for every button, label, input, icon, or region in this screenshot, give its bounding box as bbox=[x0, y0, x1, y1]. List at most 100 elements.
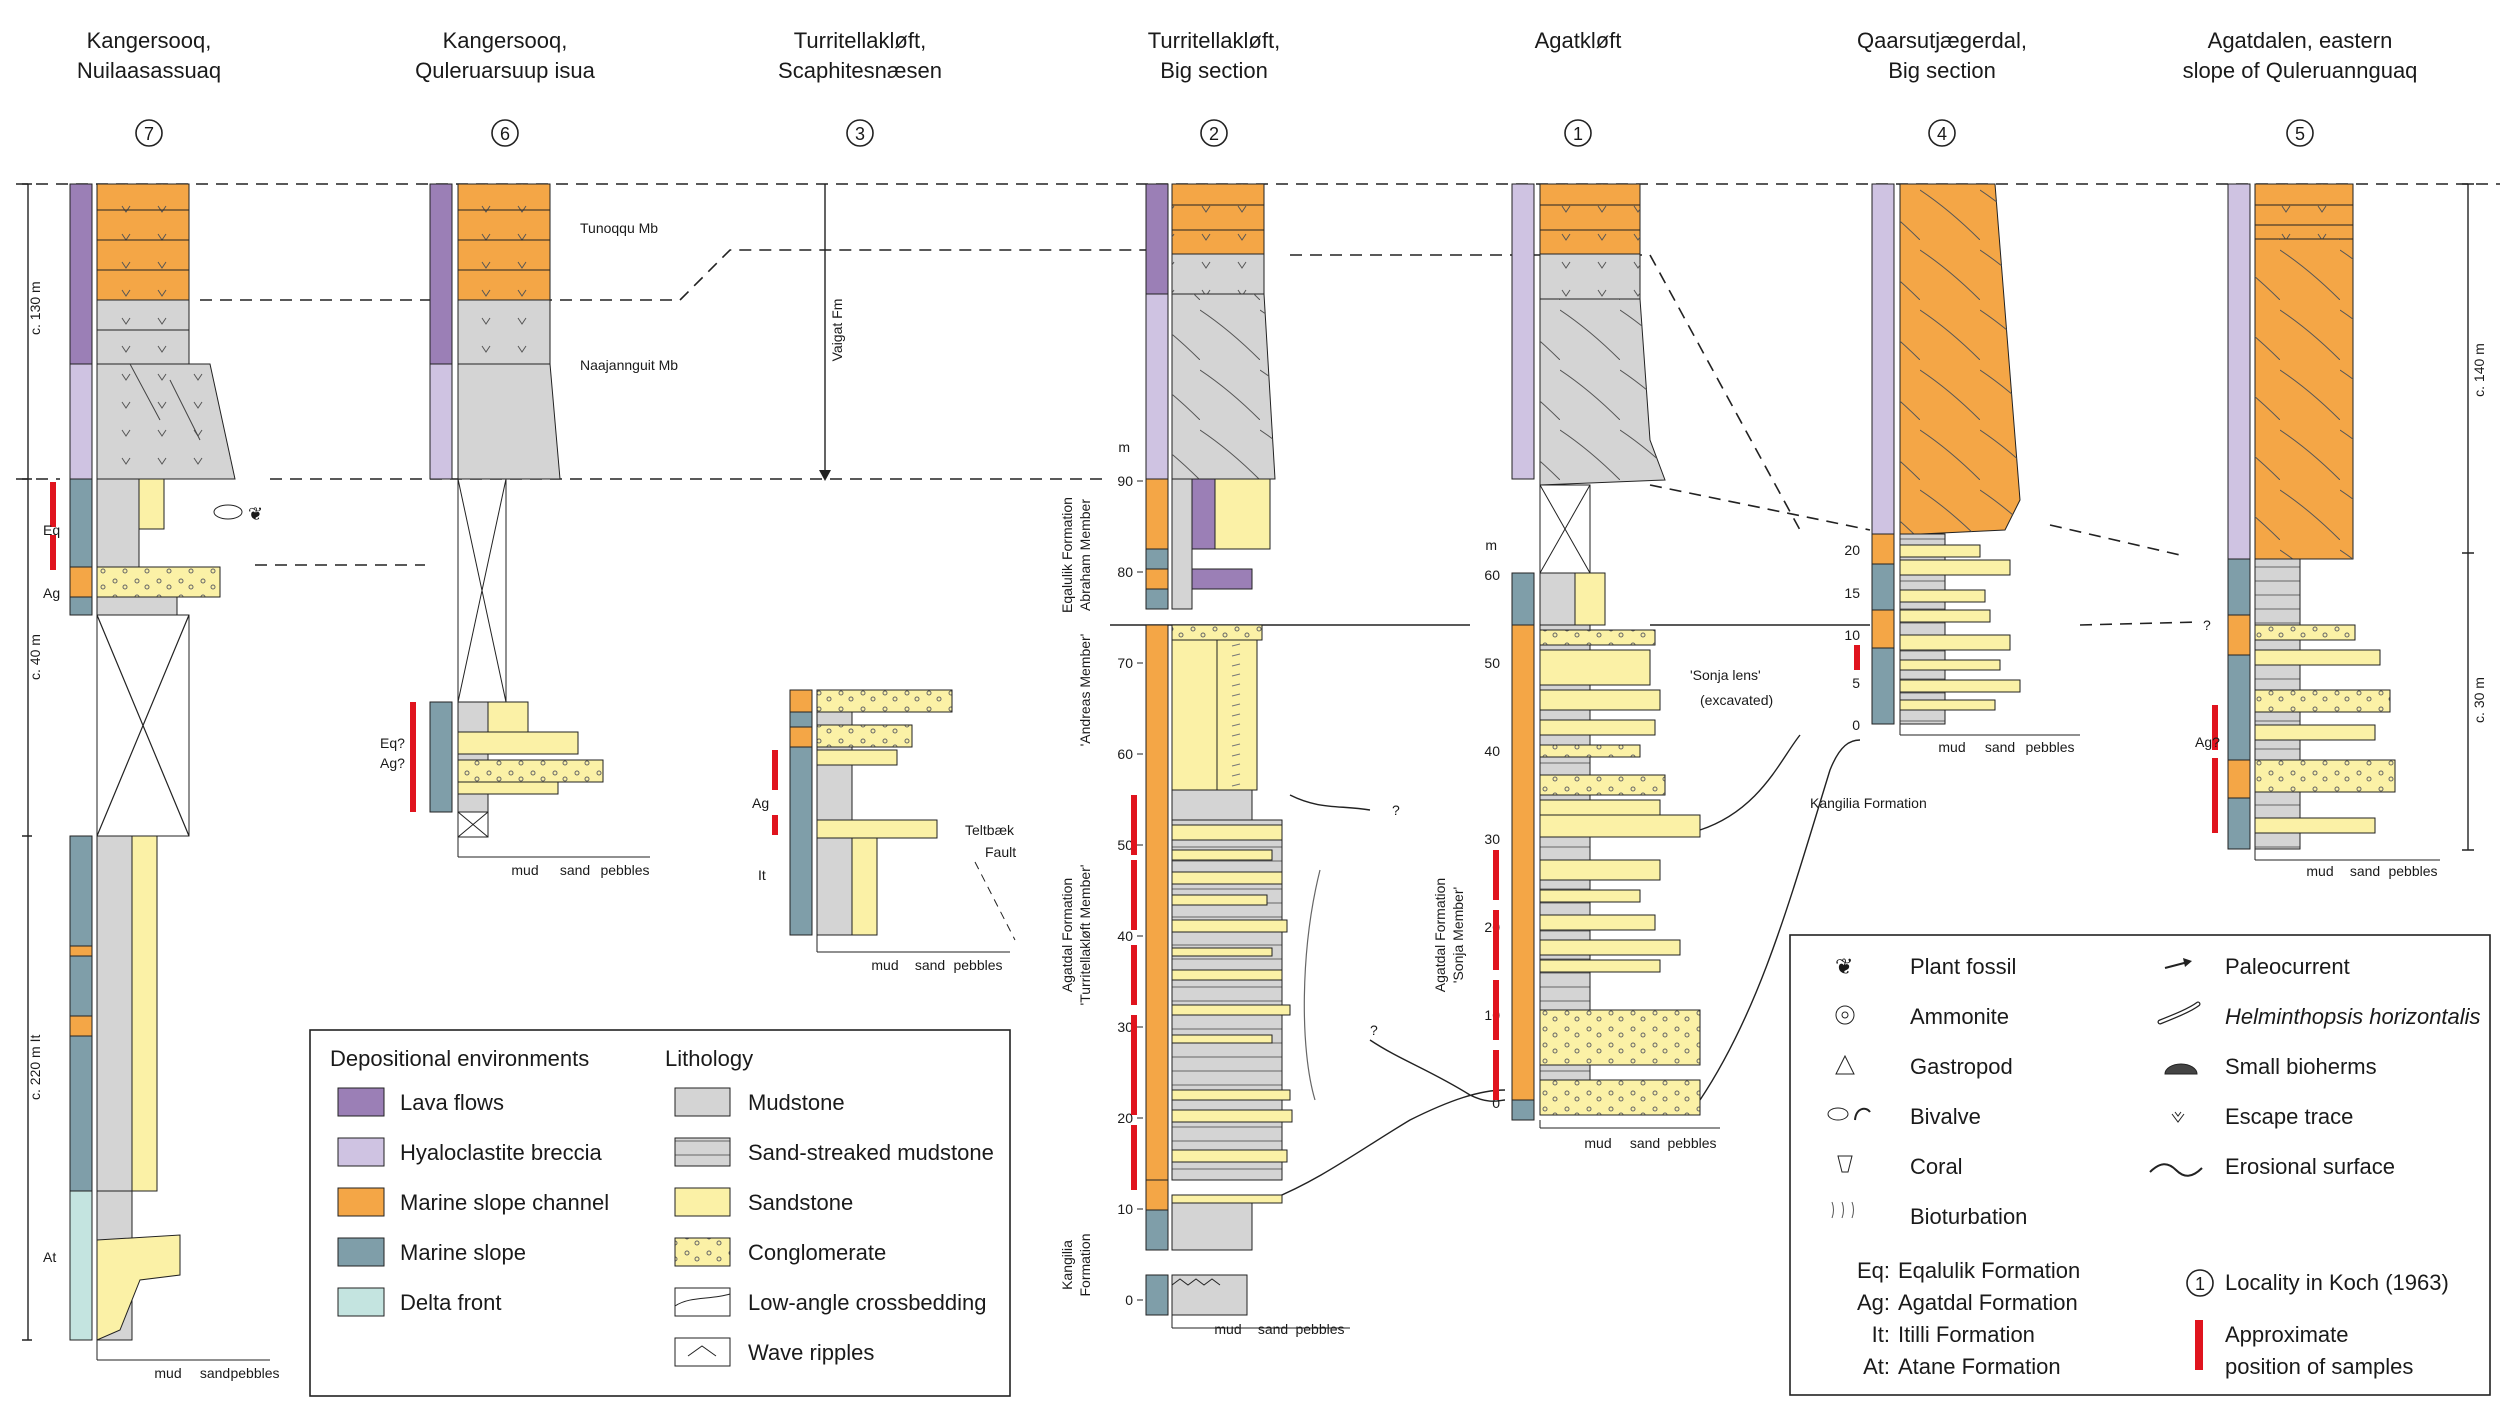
sec1-tick-30: 30 bbox=[1484, 831, 1500, 847]
locality-number-1: 1 bbox=[1573, 124, 1583, 144]
label-agatdal-formation-sec1: Agatdal Formation bbox=[1432, 878, 1448, 992]
coral-icon bbox=[1837, 1155, 1853, 1173]
legend-sym-coral: Coral bbox=[1910, 1154, 1963, 1179]
sec1-scale-unit: m bbox=[1485, 537, 1497, 553]
legend-env-slope: Marine slope bbox=[400, 1240, 526, 1265]
section-2-log: m 90 80 70 60 50 40 30 20 10 0 bbox=[1059, 183, 1400, 1337]
sec6-env-lava bbox=[429, 183, 453, 365]
section-1-log: m 60 50 40 30 20 10 0 bbox=[1432, 183, 1773, 1151]
sec7-sand-at bbox=[96, 1234, 181, 1341]
label-naajannguit: Naajannguit Mb bbox=[580, 357, 678, 373]
sec6-label-ag: Ag? bbox=[380, 755, 405, 771]
sec3-axis-pebbles: pebbles bbox=[953, 957, 1002, 973]
sec7-label-eq: Eq bbox=[43, 522, 60, 538]
sec7-env-slope-2 bbox=[69, 955, 93, 1017]
section-5-title-line2: slope of Quleruannguaq bbox=[2183, 58, 2418, 83]
volcanic-base-line-c bbox=[1649, 484, 1871, 531]
legend-lith-sandstone: Sandstone bbox=[748, 1190, 853, 1215]
sample-bar-sec1-d bbox=[1493, 1050, 1499, 1100]
legend-lith-wave-ripples: Wave ripples bbox=[748, 1340, 874, 1365]
gastropod-icon bbox=[1835, 1054, 1855, 1075]
locality-circle-7 bbox=[135, 119, 163, 147]
label-excavated: (excavated) bbox=[1700, 692, 1773, 708]
section-title-2: Turritellakløft, Big section 2 bbox=[1148, 28, 1280, 147]
sec2-tick-70: 70 bbox=[1117, 655, 1133, 671]
section-title-4: Qaarsutjægerdal, Big section 4 bbox=[1857, 28, 2027, 147]
legend-sym-bivalve: Bivalve bbox=[1910, 1104, 1981, 1129]
locality-circle-3 bbox=[846, 119, 874, 147]
legend-sym-bioturbation: Bioturbation bbox=[1910, 1204, 2027, 1229]
sec7-env-channel-ag bbox=[69, 566, 93, 598]
label-andreas-member: 'Andreas Member' bbox=[1077, 634, 1093, 747]
label-vaigat-fm: Vaigat Fm bbox=[829, 299, 845, 362]
section-6-title-line2: Quleruarsuup isua bbox=[415, 58, 596, 83]
section-title-1: Agatkløft 1 bbox=[1535, 28, 1621, 147]
plant-fossil-icon: ❦ bbox=[1835, 954, 1853, 979]
section-3-log: Ag It Teltbæk Fault mud sand pebbles bbox=[752, 689, 1016, 973]
locality-circle-5 bbox=[2286, 119, 2314, 147]
thickness-c140-sec5: c. 140 m bbox=[2471, 343, 2487, 397]
section-7-title-line2: Nuilaasassuaq bbox=[77, 58, 221, 83]
sample-bar-sec6 bbox=[410, 702, 416, 812]
label-fault: Fault bbox=[985, 844, 1016, 860]
sec4-tick-20: 20 bbox=[1844, 542, 1860, 558]
sec6-axis-pebbles: pebbles bbox=[600, 862, 649, 878]
sec7-label-ag: Ag bbox=[43, 585, 60, 601]
vaigat-fm-range: Vaigat Fm bbox=[819, 184, 845, 481]
swatch-sand-streaked bbox=[674, 1137, 731, 1167]
question-mark-2: ? bbox=[1370, 1022, 1378, 1038]
sec2-tick-60: 60 bbox=[1117, 746, 1133, 762]
sec2-tick-30: 30 bbox=[1117, 1019, 1133, 1035]
sec7-axis-mud: mud bbox=[154, 1365, 181, 1381]
sample-bar-sec2-c bbox=[1131, 945, 1137, 1005]
sec4-axis-sand: sand bbox=[1985, 739, 2015, 755]
question-mark-3: ? bbox=[2203, 617, 2211, 633]
bivalve-icon bbox=[1827, 1107, 1849, 1121]
section-5-title-line1: Agatdalen, eastern bbox=[2208, 28, 2393, 53]
sec6-hyaloclastite bbox=[457, 363, 561, 480]
sec1-axis-mud: mud bbox=[1584, 1135, 1611, 1151]
locality-number-3: 3 bbox=[855, 124, 865, 144]
sec7-env-slope-ag bbox=[69, 596, 93, 616]
locality-number-7: 7 bbox=[144, 124, 154, 144]
label-eqalulik-formation: Eqalulik Formation bbox=[1059, 497, 1075, 613]
label-tunoqqu: Tunoqqu Mb bbox=[580, 220, 658, 236]
locality-legend-text: Locality in Koch (1963) bbox=[2225, 1270, 2449, 1295]
section-3-title-line1: Turritellakløft, bbox=[794, 28, 926, 53]
sec5-axis-sand: sand bbox=[2350, 863, 2380, 879]
sec4-tick-15: 15 bbox=[1844, 585, 1860, 601]
sec2-axis-sand: sand bbox=[1258, 1321, 1288, 1337]
section-5-log: Ag? mud sand pebbles c. 140 m c. 30 m ? bbox=[2195, 183, 2487, 879]
sec7-mud-it bbox=[96, 835, 133, 1192]
abbrev-at-name: Atane Formation bbox=[1898, 1354, 2061, 1379]
section-6-log: Tunoqqu Mb Naajannguit Mb Eq? Ag? mud sa… bbox=[380, 183, 678, 878]
sec7-env-delta bbox=[69, 1190, 93, 1341]
sample-bar-sec2-a bbox=[1131, 795, 1137, 855]
ammonite-icon bbox=[1835, 1005, 1855, 1025]
legend-sym-paleocurrent: Paleocurrent bbox=[2225, 954, 2350, 979]
sec7-sand-it bbox=[131, 835, 158, 1192]
locality-number-2: 2 bbox=[1209, 124, 1219, 144]
thickness-c30-sec5: c. 30 m bbox=[2471, 677, 2487, 723]
escape-trace-icon bbox=[2171, 1111, 2185, 1123]
swatch-conglomerate bbox=[674, 1237, 731, 1267]
sample-bar-sec1-c bbox=[1493, 980, 1499, 1040]
sec2-tick-80: 80 bbox=[1117, 564, 1133, 580]
samples-legend-line2: position of samples bbox=[2225, 1354, 2413, 1379]
swatch-wave-ripples bbox=[674, 1337, 731, 1367]
erosion-q1 bbox=[1289, 794, 1371, 811]
sample-bar-sec7-ag bbox=[50, 535, 56, 570]
legend-env-delta: Delta front bbox=[400, 1290, 502, 1315]
sec3-conglomerate bbox=[816, 689, 953, 713]
legend-environment-lithology: Depositional environments Lithology Lava… bbox=[309, 1029, 1011, 1397]
sample-bar-sec5-b bbox=[2212, 758, 2218, 833]
section-4-title-line1: Qaarsutjægerdal, bbox=[1857, 28, 2027, 53]
section-title-7: Kangersooq, Nuilaasassuaq 7 bbox=[77, 28, 221, 147]
sec7-label-at: At bbox=[43, 1249, 56, 1265]
section-title-6: Kangersooq, Quleruarsuup isua 6 bbox=[415, 28, 596, 147]
sample-bar-sec7-eq bbox=[50, 482, 56, 527]
label-kangilia-sec2-a: Kangilia bbox=[1059, 1240, 1075, 1290]
sec1-tick-0: 0 bbox=[1492, 1095, 1500, 1111]
sec7-env-channel-2 bbox=[69, 1015, 93, 1037]
tunoqqu-base-line-b bbox=[1290, 254, 1801, 531]
